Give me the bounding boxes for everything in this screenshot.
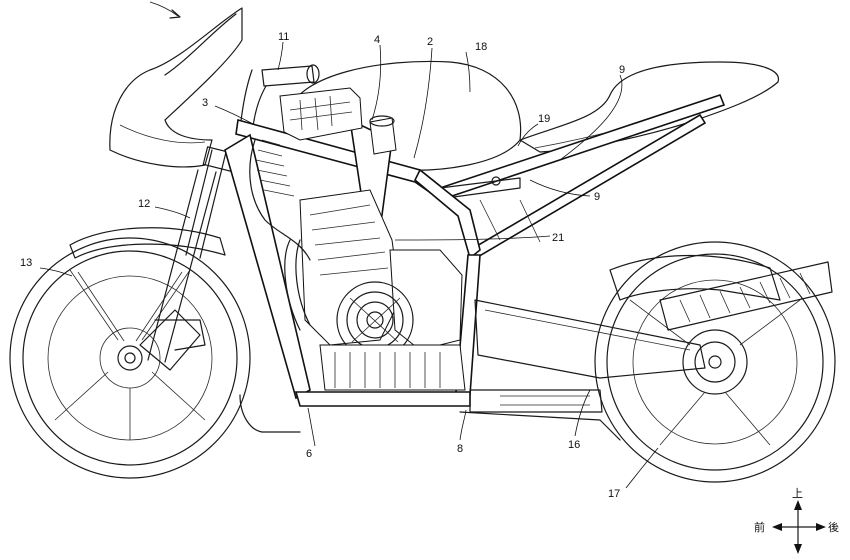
engine xyxy=(249,87,466,391)
direction-up-label: 上 xyxy=(792,487,803,500)
swingarm xyxy=(474,254,781,379)
exhaust xyxy=(469,389,603,413)
front-cowl xyxy=(109,7,243,168)
ref-label-12: 12 xyxy=(138,198,150,210)
ref-label-3: 3 xyxy=(202,97,208,109)
ref-label-8: 8 xyxy=(457,443,463,455)
ref-label-21: 21 xyxy=(552,232,564,244)
direction-rear-label: 後 xyxy=(828,520,839,534)
reference-labels: 11 4 2 18 9 3 19 9 12 21 13 6 8 16 17 xyxy=(20,31,625,500)
rear-frame xyxy=(438,94,726,260)
front-wheel xyxy=(9,237,251,479)
direction-indicator: 上 前 後 xyxy=(754,487,839,554)
ref-label-9-lower: 9 xyxy=(594,191,600,203)
figure-pointer-arrow xyxy=(149,1,179,17)
ref-label-13: 13 xyxy=(20,257,32,269)
front-fork xyxy=(139,146,236,371)
ref-label-16: 16 xyxy=(568,439,580,451)
ref-label-9-upper: 9 xyxy=(619,64,625,76)
rear-rack xyxy=(659,261,833,331)
direction-front-label: 前 xyxy=(754,520,765,534)
ref-label-17: 17 xyxy=(608,488,620,500)
rear-wheel xyxy=(594,241,836,483)
fuel-tank xyxy=(289,60,522,171)
ref-label-6: 6 xyxy=(306,448,312,460)
ref-label-2: 2 xyxy=(427,36,433,48)
leader-lines xyxy=(39,41,659,489)
ref-label-18: 18 xyxy=(475,41,487,53)
front-fender xyxy=(69,227,226,259)
handlebar xyxy=(239,64,320,136)
ref-label-4: 4 xyxy=(374,34,380,46)
ref-label-11: 11 xyxy=(278,31,289,43)
main-frame xyxy=(224,118,481,407)
ref-label-19: 19 xyxy=(538,113,550,125)
seat xyxy=(519,61,779,153)
